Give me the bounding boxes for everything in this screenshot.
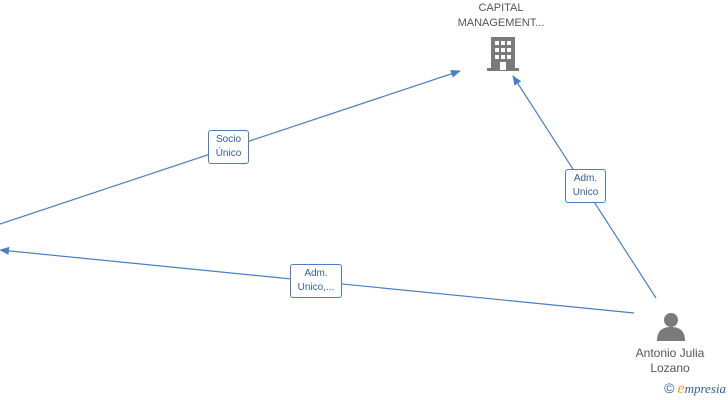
company-label-line1: CAPITAL — [478, 2, 524, 14]
edge-label-line2: Unico — [572, 187, 599, 198]
edge-label-line1: Socio — [215, 134, 241, 145]
edge-label-adm-unico-etc[interactable]: Adm. Unico,... — [290, 264, 342, 298]
edge-label-adm-unico[interactable]: Adm. Unico — [565, 169, 606, 203]
person-node-label[interactable]: Antonio Julia Lozano — [620, 346, 720, 376]
copyright-icon: © — [664, 380, 675, 396]
brand-initial: e — [677, 380, 685, 397]
edge-label-line2: Unico,... — [297, 282, 335, 293]
brand-name: mpresia — [684, 381, 726, 396]
edge-label-socio-unico[interactable]: Socio Único — [208, 130, 249, 164]
edge-label-line1: Adm. — [573, 173, 598, 184]
edge-label-line1: Adm. — [304, 268, 328, 279]
edge-label-line2: Único — [215, 148, 242, 159]
person-icon[interactable] — [657, 313, 685, 341]
person-label-line2: Lozano — [650, 361, 690, 375]
building-icon[interactable] — [487, 37, 519, 71]
empresia-watermark: ©empresia — [664, 380, 726, 398]
person-label-line1: Antonio Julia — [635, 346, 705, 360]
company-node-label[interactable]: CAPITAL MANAGEMENT... — [446, 1, 556, 31]
company-label-line2: MANAGEMENT... — [457, 17, 545, 29]
